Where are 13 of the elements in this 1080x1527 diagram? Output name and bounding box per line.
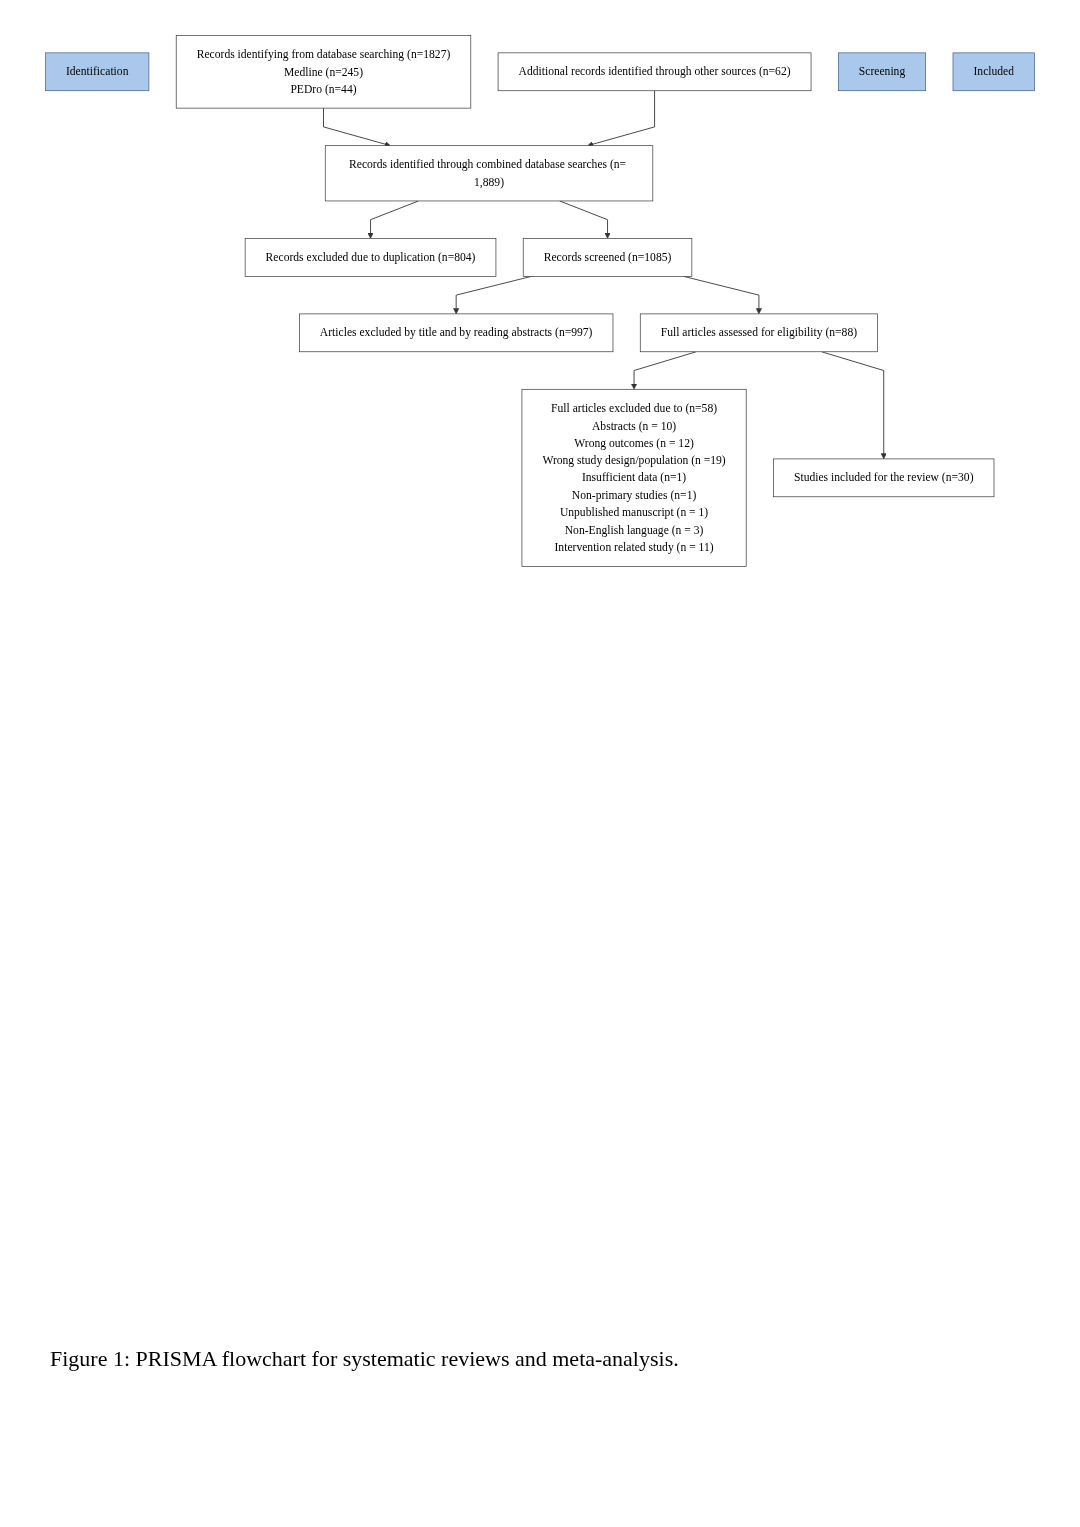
figure-caption: Figure 1: PRISMA flowchart for systematic reviews and meta-analysis.: [50, 1346, 680, 1372]
node-box: Records identified through combined database searches (n= 1,889): [324, 145, 654, 202]
node-box: Identification: [45, 52, 150, 92]
node-box: Included: [952, 52, 1035, 92]
node-box: Additional records identified through other sources (n=62): [497, 52, 812, 92]
node-box: Articles excluded by title and by reading abstracts (n=997): [299, 313, 614, 353]
node-box: Full articles assessed for eligibility (n=88): [639, 313, 878, 353]
node-box: Records excluded due to duplication (n=804): [244, 238, 497, 277]
node-box: Studies included for the review (n=30): [773, 458, 995, 498]
node-box: Full articles excluded due to (n=58) Abstracts (n = 10) Wrong outcomes (n = 12) Wrong study design/population (n =19) Insufficient data (n=1) Non-primary studies (n=1) Unpublished manuscript (n = 1) Non-English language (n = 3) Intervention related study (n = 11): [521, 388, 747, 567]
node-box: Screening: [838, 52, 927, 92]
node-box: Records identifying from database searching (n=1827) Medline (n=245) PEDro (n=44): [175, 35, 472, 109]
node-box: Records screened (n=1085): [522, 238, 693, 277]
